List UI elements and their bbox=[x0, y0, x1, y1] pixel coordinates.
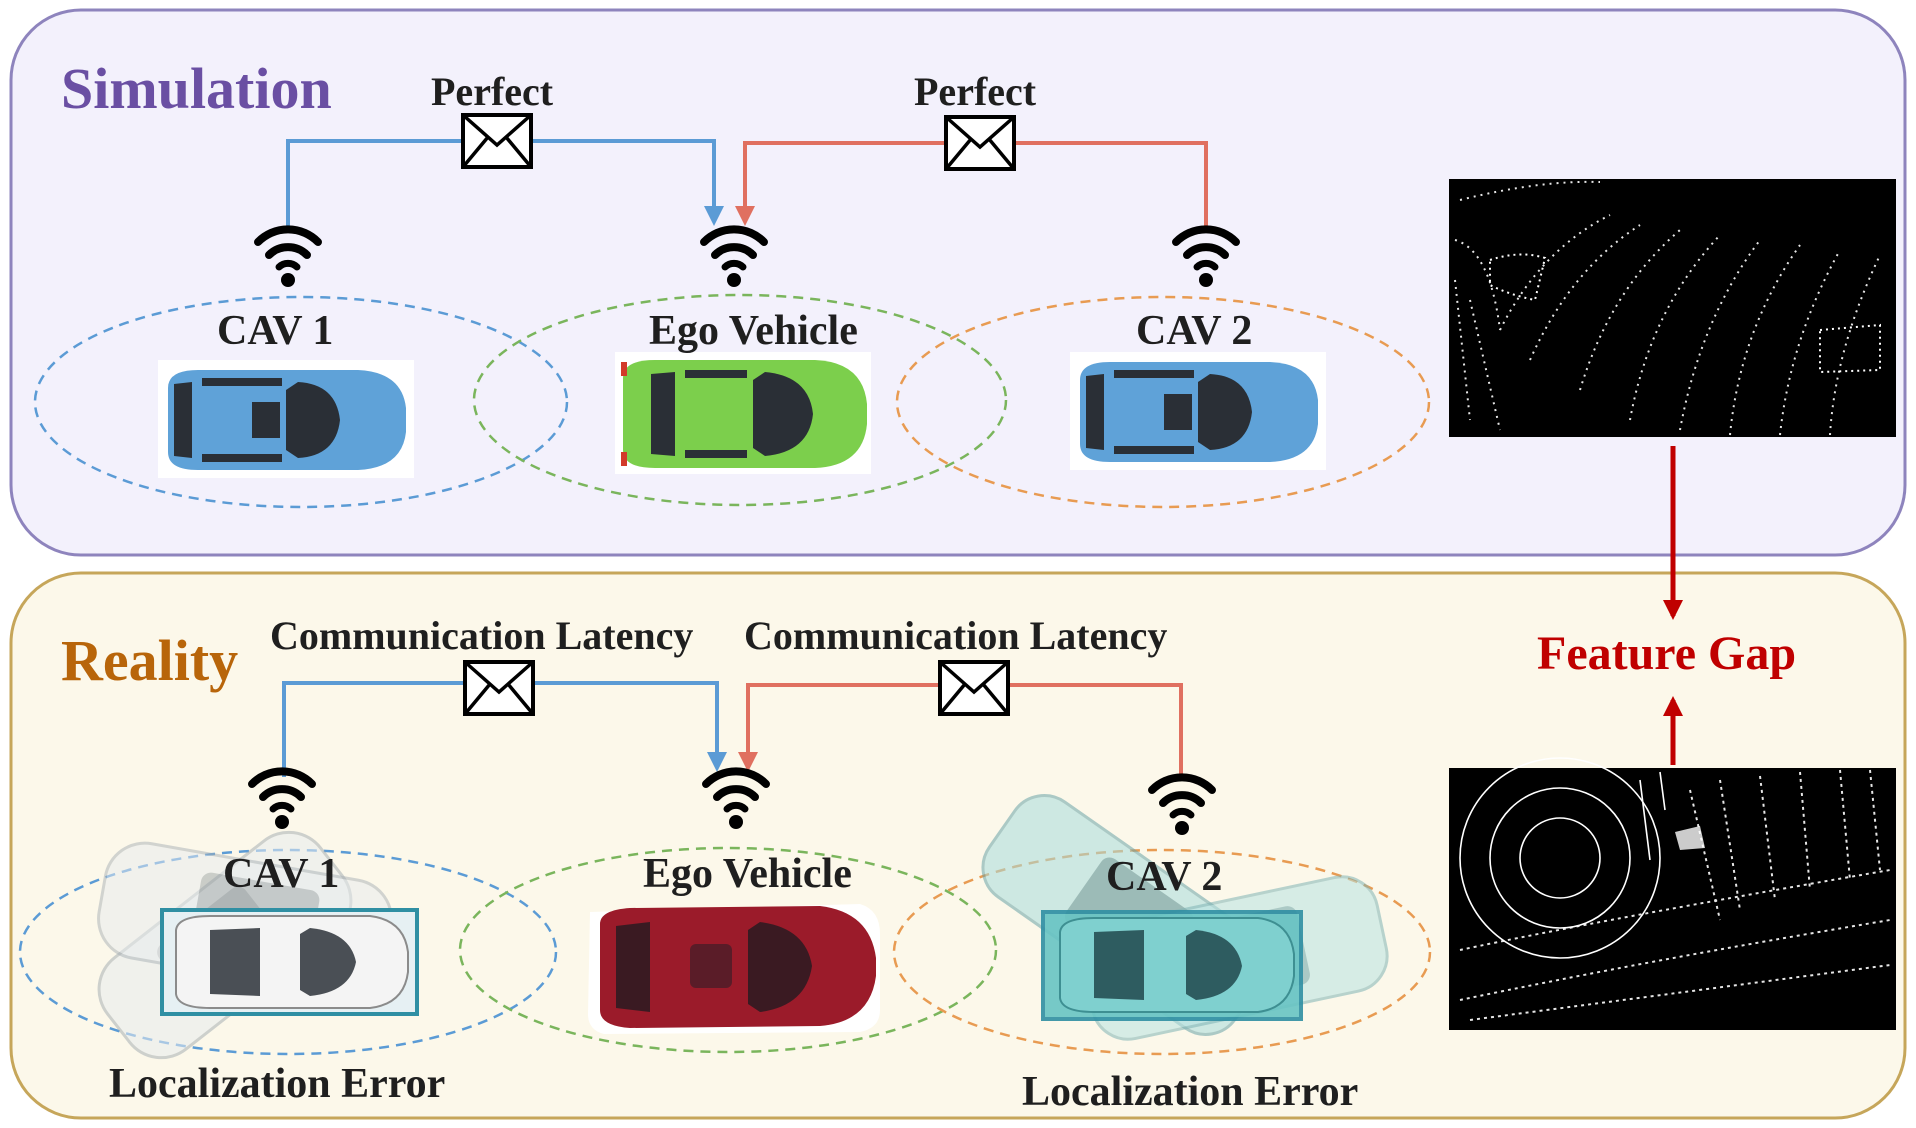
cav2-range-ellipse bbox=[895, 295, 1431, 509]
reality-lidar-image bbox=[1449, 757, 1896, 1030]
sim-cav2-label: CAV 2 bbox=[1136, 308, 1253, 354]
real-envelope-left-icon bbox=[463, 660, 535, 716]
sim-envelope-left-icon bbox=[461, 113, 533, 169]
real-error-left-label: Localization Error bbox=[109, 1061, 446, 1107]
sim-envelope-right-icon bbox=[944, 115, 1016, 171]
cav2-car-icon bbox=[1070, 352, 1326, 470]
sim-cav1-label: CAV 1 bbox=[217, 308, 334, 354]
sim-message-right-label: Perfect bbox=[914, 69, 1037, 114]
real-cav2-car-icon bbox=[981, 794, 1389, 1041]
simulation-title: Simulation bbox=[61, 56, 332, 121]
real-message-left-label: Communication Latency bbox=[270, 613, 694, 658]
real-ego-car-icon bbox=[588, 904, 880, 1034]
sim-message-left-label: Perfect bbox=[431, 69, 554, 114]
simulation-lidar-image bbox=[1449, 179, 1896, 437]
sim-ego-label: Ego Vehicle bbox=[649, 308, 858, 354]
real-envelope-right-icon bbox=[938, 660, 1010, 716]
real-cav1-car-icon bbox=[97, 830, 419, 1060]
reality-title: Reality bbox=[61, 628, 239, 693]
real-error-right-label: Localization Error bbox=[1022, 1069, 1359, 1115]
cav1-car-icon bbox=[158, 360, 414, 478]
ego-car-icon bbox=[615, 352, 871, 474]
cav1-range-ellipse bbox=[33, 295, 569, 509]
real-ego-range-ellipse bbox=[458, 846, 998, 1054]
real-cav2-label: CAV 2 bbox=[1106, 854, 1223, 900]
real-message-right-label: Communication Latency bbox=[744, 613, 1168, 658]
real-cav1-label: CAV 1 bbox=[223, 851, 340, 897]
ego-range-ellipse bbox=[472, 293, 1008, 507]
feature-gap-label: Feature Gap bbox=[1537, 627, 1797, 680]
real-cav2-range-ellipse bbox=[892, 848, 1432, 1056]
real-ego-label: Ego Vehicle bbox=[643, 851, 852, 897]
real-cav1-range-ellipse bbox=[18, 848, 558, 1056]
